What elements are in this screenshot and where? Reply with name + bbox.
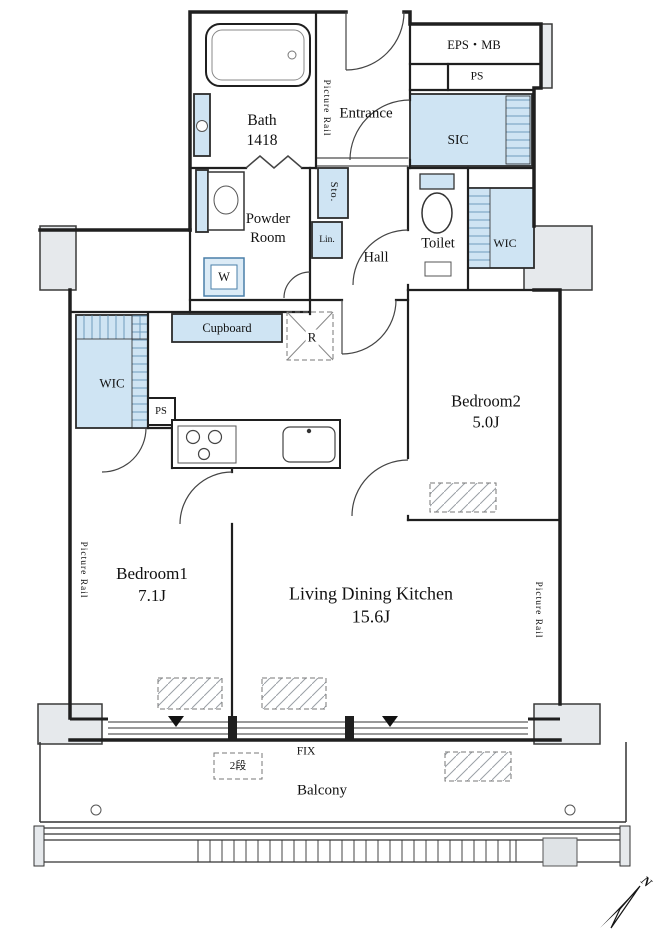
kitchen-sink [282, 426, 336, 463]
powder-room-label: Powder Room [246, 210, 290, 248]
ldk-name: Living Dining Kitchen [289, 583, 453, 604]
powder-line2: Room [250, 230, 286, 246]
kitchen-counter [171, 419, 341, 469]
picture-rail-right-label: Picture Rail [533, 581, 544, 639]
outdoor-unit [542, 837, 578, 867]
fixtures-layer [147, 23, 455, 469]
ldk-size: 15.6J [351, 607, 391, 627]
picture-rail-entrance-label: Picture Rail [321, 79, 332, 137]
hall-label: Hall [363, 249, 389, 266]
picture-rail-left-label: Picture Rail [78, 541, 89, 599]
bath-label: Bath 1418 [247, 111, 278, 151]
ps-top-label: PS [470, 70, 484, 83]
toilet-tank [419, 173, 455, 190]
storage-shelf-hatch [75, 95, 531, 429]
bedroom2-name: Bedroom2 [451, 391, 521, 411]
eps-mb-label: EPS・MB [447, 37, 501, 52]
vanity [207, 171, 245, 231]
inner-walls [68, 10, 562, 720]
sto-label: Sto. [327, 181, 339, 203]
bedroom2-size: 5.0J [472, 413, 500, 432]
balcony-layer [33, 742, 631, 867]
wic-right-label: WIC [493, 236, 517, 251]
railing-hatch [197, 839, 517, 863]
bath-size: 1418 [246, 132, 278, 149]
step-label: 2段 [229, 759, 247, 772]
wic-left-label: WIC [99, 375, 125, 391]
bedroom2-label: Bedroom2 5.0J [451, 391, 521, 434]
windows-layer [70, 716, 560, 740]
doors-layer [101, 11, 411, 525]
toilet-bowl [421, 192, 453, 234]
placeholders-layer [157, 311, 512, 782]
fridge-box [286, 311, 334, 361]
compass-icon [600, 885, 641, 929]
powder-line1: Powder [245, 211, 291, 228]
balcony-label: Balcony [297, 782, 347, 799]
bedroom1-label: Bedroom1 7.1J [116, 563, 188, 607]
ldk-label: Living Dining Kitchen 15.6J [289, 583, 453, 630]
step-box [213, 752, 263, 780]
fix-label: FIX [296, 745, 316, 758]
cupboard-label: Cupboard [202, 320, 252, 335]
bedroom1-name: Bedroom1 [116, 563, 188, 583]
lin-label: Lin. [319, 234, 335, 245]
toilet-label: Toilet [421, 235, 455, 252]
ps-mid-label: PS [155, 406, 167, 418]
bathtub [205, 23, 311, 87]
washer-label: W [218, 269, 230, 284]
stove [177, 425, 237, 464]
bath-name: Bath [247, 111, 277, 129]
fridge-label: R [305, 329, 319, 347]
sic-label: SIC [447, 132, 469, 148]
bedroom1-size: 7.1J [138, 586, 166, 605]
entrance-label: Entrance [339, 105, 393, 122]
ps-mid-box [147, 397, 176, 426]
